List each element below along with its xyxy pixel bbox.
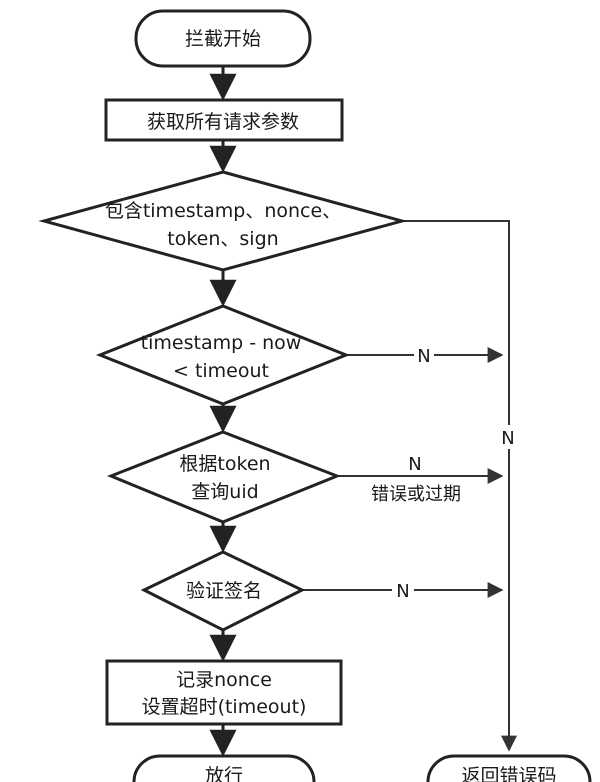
timestamp-label-line1: timestamp - now: [141, 332, 302, 354]
label-bg: [392, 578, 414, 602]
query-uid-label-line2: 查询uid: [191, 481, 258, 503]
edge-label-uid-error: 错误或过期: [371, 484, 461, 505]
pass-node: [132, 754, 316, 782]
edge-label-uid-no: N: [408, 454, 421, 475]
start-node: [134, 9, 312, 68]
edge-label-time-no: N: [417, 346, 430, 367]
timestamp-label-line2: < timeout: [173, 360, 269, 382]
get-params-node: [104, 98, 344, 142]
verify-sign-decision: [140, 550, 306, 632]
label-bg: [497, 425, 519, 449]
query-uid-decision: [106, 430, 342, 524]
return-error-node: [426, 754, 592, 782]
check-params-decision: [38, 170, 408, 272]
check-params-label-line2: token、sign: [167, 228, 278, 250]
timestamp-decision: [95, 304, 351, 406]
pass-node-label: 放行: [205, 765, 243, 782]
label-bg: [414, 343, 434, 367]
edge-label-verify-no: N: [396, 581, 409, 602]
edge-label-check-no: N: [501, 428, 514, 449]
record-nonce-node: [105, 659, 343, 726]
verify-sign-label: 验证签名: [186, 580, 262, 602]
return-error-node-label: 返回错误码: [461, 765, 556, 782]
check-params-label-line1: 包含timestamp、nonce、: [105, 200, 341, 222]
record-nonce-label-line2: 设置超时(timeout): [142, 696, 307, 718]
query-uid-label-line1: 根据token: [179, 453, 270, 475]
start-node-label: 拦截开始: [185, 28, 261, 50]
edge-check-no: [402, 220, 517, 752]
record-nonce-label-line1: 记录nonce: [176, 669, 272, 691]
get-params-label: 获取所有请求参数: [147, 111, 299, 133]
